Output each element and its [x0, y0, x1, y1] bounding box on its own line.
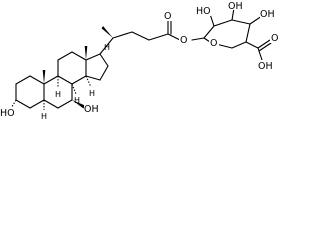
c13-methyl-wedge — [84, 46, 88, 60]
c8-hydrogen-label: H — [74, 96, 80, 105]
ring-a — [15, 75, 45, 109]
chemical-structure-canvas: HO OH O O O HO OH OH OH O H H H H H — [0, 0, 291, 124]
glucuronide-ring — [203, 19, 251, 49]
c17-hydrogen-label: H — [104, 43, 110, 52]
ester-linkage — [191, 37, 205, 41]
c5-hydrogen-label: H — [41, 112, 47, 121]
c4-hydroxyl-label: OH — [260, 9, 275, 20]
c3-sugar-hydroxyl-label: OH — [228, 1, 243, 12]
c7-oh-wedge — [72, 100, 85, 109]
c7-hydroxyl-label: OH — [84, 104, 99, 115]
side-chain — [99, 19, 181, 55]
acid-hydroxyl-label: OH — [258, 61, 273, 72]
carbonyl-oxygen-label: O — [164, 11, 171, 22]
molecule-drawing: HO OH O O O HO OH OH OH O H H H H H — [0, 0, 280, 121]
c2-hydroxyl-label: HO — [196, 6, 211, 17]
ring-oxygen-label: O — [210, 38, 217, 49]
ester-oxygen-label: O — [180, 35, 187, 46]
c10-methyl-wedge — [42, 70, 46, 84]
ring-d — [85, 53, 109, 81]
acid-carbonyl-oxygen-label: O — [271, 33, 278, 44]
ring-c — [57, 51, 87, 85]
c14-hydrogen-label: H — [89, 89, 95, 98]
c9-hydrogen-label: H — [55, 90, 61, 99]
stereo-h-bonds — [43, 75, 92, 110]
ring-b — [43, 75, 73, 109]
c3-hydroxyl-label: HO — [0, 108, 15, 119]
